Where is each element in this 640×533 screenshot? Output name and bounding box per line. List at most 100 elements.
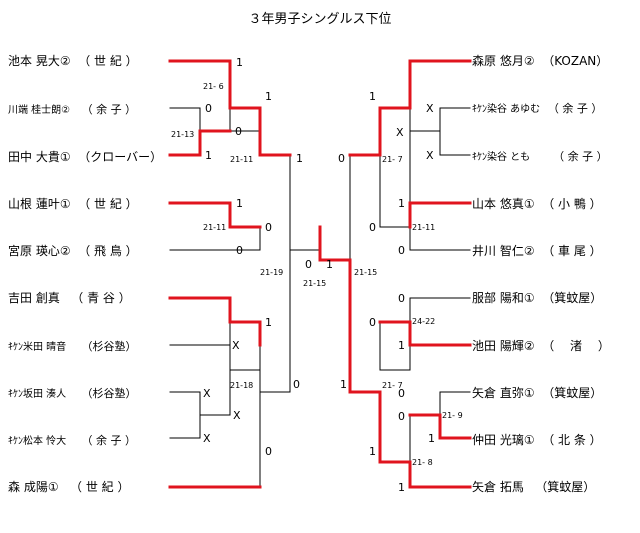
left-player-6: 吉田 創真 （ 青 谷 ） bbox=[8, 291, 131, 305]
score: 0 bbox=[236, 244, 243, 257]
score: 1 bbox=[265, 90, 272, 103]
player-club: （ 余 子 ） bbox=[81, 103, 137, 116]
score: 1 bbox=[398, 197, 405, 210]
right-player-2: ｷｹﾝ染谷 あゆむ （ 余 子 ） bbox=[472, 101, 602, 117]
left-player-5: 宮原 瑛心② （ 飛 鳥 ） bbox=[8, 244, 138, 258]
winner-line bbox=[168, 129, 232, 157]
winner-line bbox=[168, 296, 262, 347]
winner-line bbox=[168, 59, 232, 110]
left-player-7: ｷｹﾝ米田 晴音 （杉谷塾） bbox=[8, 339, 136, 355]
player-name: 森原 悠月② bbox=[472, 54, 535, 68]
score: X bbox=[203, 387, 211, 400]
right-player-10: 矢倉 拓馬 （箕蚊屋） bbox=[472, 480, 595, 494]
player-club: （ 青 谷 ） bbox=[71, 291, 131, 305]
game-score: 21-19 bbox=[260, 268, 283, 277]
score: X bbox=[232, 339, 240, 352]
score: X bbox=[233, 409, 241, 422]
player-club: （ 余 子 ） bbox=[547, 102, 603, 115]
game-score: 21- 9 bbox=[442, 411, 463, 420]
score: X bbox=[426, 149, 434, 162]
game-score: 21-15 bbox=[354, 268, 377, 277]
bracket-line bbox=[439, 391, 471, 416]
score: 0 bbox=[235, 125, 242, 138]
score: X bbox=[203, 432, 211, 445]
player-name: 吉田 創真 bbox=[8, 291, 60, 305]
score: 1 bbox=[236, 56, 243, 69]
score: 1 bbox=[296, 152, 303, 165]
score: 0 bbox=[205, 102, 212, 115]
bracket-line bbox=[409, 107, 441, 132]
player-name: ｷｹﾝ染谷 あゆむ bbox=[472, 104, 541, 115]
score: 0 bbox=[338, 152, 345, 165]
left-player-8: ｷｹﾝ坂田 湊人 （杉谷塾） bbox=[8, 386, 136, 402]
game-score: 24-22 bbox=[412, 317, 435, 326]
left-player-9: ｷｹﾝ松本 怜大 （ 余 子 ） bbox=[8, 433, 136, 449]
game-score: 21-11 bbox=[203, 223, 226, 232]
bracket-line bbox=[169, 321, 231, 346]
player-club: （箕蚊屋） bbox=[542, 291, 603, 305]
player-club: （杉谷塾） bbox=[81, 387, 137, 400]
game-score: 21- 6 bbox=[203, 82, 224, 91]
player-name: 山本 悠真① bbox=[472, 197, 535, 211]
score: 1 bbox=[369, 90, 376, 103]
right-player-7: 池田 陽輝② （ 渚 ） bbox=[472, 339, 610, 353]
bracket-line bbox=[199, 344, 231, 416]
player-club: （ 余 子 ） bbox=[81, 434, 136, 447]
player-name: 井川 智仁② bbox=[472, 244, 535, 258]
game-score: 21-15 bbox=[303, 279, 326, 288]
player-club: （ 小 鴨 ） bbox=[542, 197, 602, 211]
player-name: 森 成陽① bbox=[8, 480, 59, 494]
score: 0 bbox=[293, 378, 300, 391]
left-player-10: 森 成陽① （ 世 紀 ） bbox=[8, 480, 129, 494]
player-name: 矢倉 拓馬 bbox=[472, 480, 524, 494]
bracket-line bbox=[409, 297, 471, 323]
right-player-3: ｷｹﾝ染谷 とも （ 余 子 ） bbox=[472, 149, 608, 165]
bracket-line bbox=[169, 226, 261, 251]
right-player-9: 仲田 光璃① （ 北 条 ） bbox=[472, 433, 602, 447]
winner-line bbox=[408, 201, 472, 229]
winner-line bbox=[228, 106, 292, 157]
game-score: 21-18 bbox=[230, 381, 253, 390]
bracket-line bbox=[169, 391, 201, 439]
player-name: 池本 晃大② bbox=[8, 54, 71, 68]
player-name: 宮原 瑛心② bbox=[8, 244, 71, 258]
bracket-line bbox=[409, 226, 471, 251]
left-player-4: 山根 蓮叶① （ 世 紀 ） bbox=[8, 197, 138, 211]
player-name: ｷｹﾝ松本 怜大 bbox=[8, 436, 67, 447]
right-player-8: 矢倉 直弥① （箕蚊屋） bbox=[472, 386, 602, 400]
score: 0 bbox=[398, 292, 405, 305]
game-score: 21- 7 bbox=[382, 155, 403, 164]
player-club: （ 余 子 ） bbox=[553, 150, 608, 163]
left-player-1: 池本 晃大② （ 世 紀 ） bbox=[8, 54, 138, 68]
bracket-line bbox=[439, 107, 471, 156]
score: X bbox=[426, 102, 434, 115]
player-club: （ 車 尾 ） bbox=[542, 244, 602, 258]
left-player-3: 田中 大貴① （クローバー） bbox=[8, 150, 162, 164]
score: 1 bbox=[326, 258, 333, 271]
score: 0 bbox=[398, 410, 405, 423]
score: 0 bbox=[398, 387, 405, 400]
score: 1 bbox=[205, 149, 212, 162]
player-name: ｷｹﾝ米田 晴音 bbox=[8, 342, 67, 353]
right-player-5: 井川 智仁② （ 車 尾 ） bbox=[472, 244, 602, 258]
page-title: ３年男子シングルス下位 bbox=[248, 12, 392, 27]
player-name: 仲田 光璃① bbox=[472, 433, 535, 447]
player-club: （箕蚊屋） bbox=[542, 386, 603, 400]
score: 1 bbox=[428, 432, 435, 445]
winner-line bbox=[348, 258, 472, 489]
player-club: （クローバー） bbox=[78, 150, 163, 164]
score: 1 bbox=[340, 378, 347, 391]
bracket-line bbox=[379, 130, 411, 228]
game-score: 21-11 bbox=[230, 155, 253, 164]
player-name: 川端 桂士朗② bbox=[8, 105, 71, 116]
player-club: （ 世 紀 ） bbox=[78, 54, 138, 68]
score: 1 bbox=[265, 316, 272, 329]
score: 1 bbox=[398, 339, 405, 352]
right-player-1: 森原 悠月② （KOZAN） bbox=[472, 54, 608, 68]
player-club: （KOZAN） bbox=[542, 54, 609, 68]
score: X bbox=[396, 126, 404, 139]
player-club: （ 飛 鳥 ） bbox=[78, 244, 138, 258]
winner-line bbox=[378, 320, 472, 347]
player-club: （ 世 紀 ） bbox=[70, 480, 130, 494]
